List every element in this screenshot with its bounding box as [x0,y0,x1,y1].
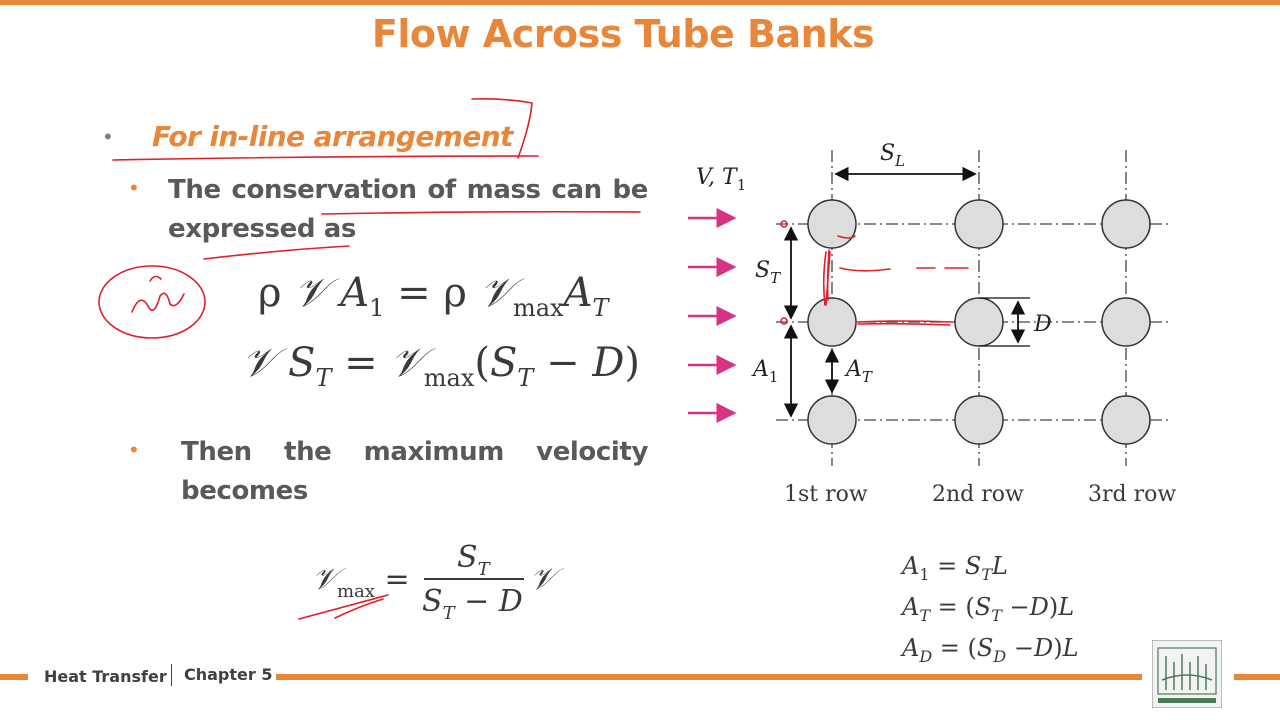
transverse-pitch-label: ST [755,258,781,287]
row-label-3: 3rd row [1088,482,1177,507]
area-equations: A1 = STL AT = (ST −D)L AD = (SD −D)L [902,550,1079,673]
frontal-area-label: A1 [751,357,778,386]
area-equation-a1: A1 = STL [902,552,1008,584]
longitudinal-pitch-label: SL [880,141,905,170]
row-label-1: 1st row [784,482,868,507]
bullet-conservation-of-mass: The conservation of mass can be expresse… [168,175,648,244]
footer-rule-right [1234,674,1280,680]
footer-course: Heat Transfer [44,667,167,686]
footer-chapter: Chapter 5 [184,665,273,684]
sub-bullet-dot: • [130,175,138,200]
diameter-label: D [1033,312,1052,337]
tube-bank-diagram: V, T1 SL ST D A1 AT [688,141,1172,466]
top-accent-bar [0,0,1280,5]
area-equation-at: AT = (ST −D)L [902,593,1075,625]
row-label-2: 2nd row [932,482,1024,507]
footer-rule [276,674,1142,680]
university-logo [1152,640,1222,708]
bullet-dot: • [104,124,112,149]
min-flow-area-label: AT [844,357,873,386]
sub-bullet-dot: • [130,437,138,462]
velocity-spacing-equation: 𝒱 ST = 𝒱max(ST − D) [242,340,641,392]
bullet-in-line-arrangement: For in-line arrangement [152,120,513,153]
bullet-maximum-velocity: Then the maximum velocity becomes [181,437,648,506]
inlet-velocity-label: V, T1 [696,165,746,194]
footer-separator [171,664,172,686]
continuity-equation: ρ 𝒱 A1 = ρ 𝒱maxAT [258,270,609,322]
inlet-flow-arrows [688,208,737,423]
slide-title: Flow Across Tube Banks [371,12,875,56]
area-equation-ad: AD = (SD −D)L [902,634,1079,666]
footer-rule-left [0,674,28,680]
